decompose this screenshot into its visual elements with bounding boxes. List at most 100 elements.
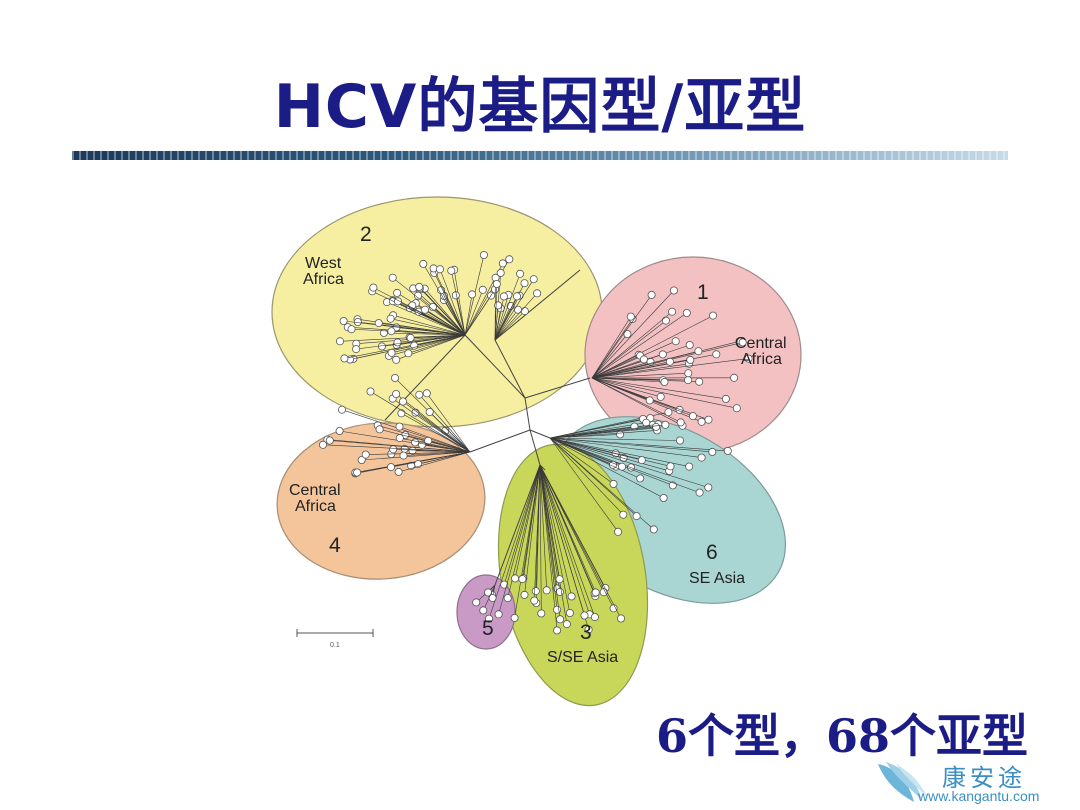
genotype-summary: 6个型，68个亚型: [655, 709, 1028, 763]
leaf-node-6: [661, 420, 670, 429]
leaf-node-2: [419, 259, 428, 268]
leaf-branch-4: [390, 451, 471, 468]
leaf-branch-2: [451, 270, 466, 336]
leaf-node-4: [389, 445, 398, 454]
leaf-node-1: [682, 308, 691, 317]
scale-bar: [296, 629, 374, 637]
leaf-node-1: [697, 417, 706, 426]
leaf-node-4: [357, 455, 366, 464]
leaf-branch-4: [361, 451, 471, 461]
leaf-branch-6: [549, 437, 690, 467]
leaf-branch-4: [402, 401, 471, 453]
leaf-branch-1: [591, 294, 652, 379]
leaf-branch-2: [432, 306, 466, 336]
leaf-branch-1: [591, 290, 675, 379]
leaf-branch-4: [399, 437, 471, 453]
cluster-1-number: 1: [697, 281, 709, 304]
cluster-4-region-line1: Central: [289, 482, 341, 499]
leaf-node-2b: [492, 279, 501, 288]
leaf-node-2b: [514, 305, 523, 314]
leaf-branch-3: [539, 464, 585, 616]
leaf-branch-3: [539, 464, 590, 615]
leaf-node-1: [660, 377, 669, 386]
watermark-name: 康安途: [942, 764, 1026, 792]
leaf-branch-6: [549, 437, 614, 485]
leaf-node-4: [318, 440, 327, 449]
leaf-node-2: [420, 305, 429, 314]
leaf-branch-2: [356, 334, 466, 350]
leaf-node-4: [411, 438, 420, 447]
leaf-node-1: [658, 350, 667, 359]
leaf-branch-6: [549, 437, 637, 517]
leaf-node-6: [632, 512, 641, 521]
leaf-node-3: [556, 615, 565, 624]
leaf-branch-2: [433, 268, 466, 336]
leaf-branch-1: [591, 377, 737, 409]
leaf-branch-6: [549, 430, 658, 439]
leaf-node-4: [361, 450, 370, 459]
leaf-node-6: [652, 422, 661, 431]
leaf-branch-2: [424, 288, 466, 336]
leaf-node-4: [375, 425, 384, 434]
leaf-node-1: [661, 316, 670, 325]
leaf-node-4: [390, 373, 399, 382]
leaf-branch-2: [464, 294, 473, 336]
leaf-branch-2b: [494, 305, 499, 341]
leaf-branch-2: [408, 334, 466, 354]
leaf-node-2b: [533, 289, 542, 298]
leaf-node-1: [686, 355, 695, 364]
leaf-branch-2: [372, 291, 466, 336]
leaf-node-6: [616, 430, 625, 439]
leaf-node-1: [738, 338, 747, 347]
leaf-branch-5: [483, 584, 496, 611]
leaf-node-2: [410, 341, 419, 350]
leaf-node-3: [591, 588, 600, 597]
leaf-branch-6: [549, 437, 641, 479]
leaf-node-2: [435, 265, 444, 274]
leaf-branch-3: [539, 464, 560, 580]
leaf-node-4: [386, 463, 395, 472]
leaf-branch-4: [419, 394, 471, 453]
leaf-node-2: [353, 317, 362, 326]
leaf-node-1: [694, 347, 703, 356]
leaf-node-4: [395, 434, 404, 443]
leaf-node-1: [639, 355, 648, 364]
leaf-node-2: [388, 273, 397, 282]
leaf-node-1: [688, 412, 697, 421]
leaf-branch-2b: [494, 283, 498, 341]
leaf-node-1: [647, 290, 656, 299]
leaf-branch-2: [392, 277, 466, 336]
leaf-branch-4: [370, 391, 471, 453]
leaf-node-3: [590, 613, 599, 622]
leaf-branch-2: [343, 320, 466, 336]
leaf-node-2: [393, 338, 402, 347]
leaf-node-4: [325, 436, 334, 445]
leaf-node-3: [503, 594, 512, 603]
leaf-branch-4: [377, 425, 471, 453]
leaf-node-4: [415, 390, 424, 399]
leaf-node-1: [626, 312, 635, 321]
watermark-url: www.kangantu.com: [918, 788, 1040, 804]
leaf-branch-6: [549, 437, 709, 488]
leaf-node-1: [744, 354, 753, 363]
leaf-node-4: [366, 387, 375, 396]
leaf-branch-4: [392, 398, 471, 453]
leaf-branch-3: [539, 464, 596, 618]
leaf-branch-6: [549, 437, 664, 499]
leaf-branch-1: [591, 377, 726, 400]
leaf-node-3: [580, 611, 589, 620]
leaf-node-1: [684, 376, 693, 385]
leaf-branch-3: [539, 464, 622, 619]
leaf-branch-2b: [494, 296, 505, 341]
leaf-node-3: [553, 626, 562, 635]
cluster-2-region-line2: Africa: [303, 271, 344, 288]
leaf-node-3: [537, 609, 546, 618]
leaf-branch-3: [524, 464, 541, 595]
cluster-3-number: 3: [580, 621, 592, 644]
leaf-node-2: [406, 333, 415, 342]
leaf-node-2: [369, 283, 378, 292]
cluster-6-number: 6: [706, 541, 718, 564]
leaf-node-1: [732, 404, 741, 413]
leaf-node-6: [695, 488, 704, 497]
leaf-branch-4: [322, 444, 471, 453]
